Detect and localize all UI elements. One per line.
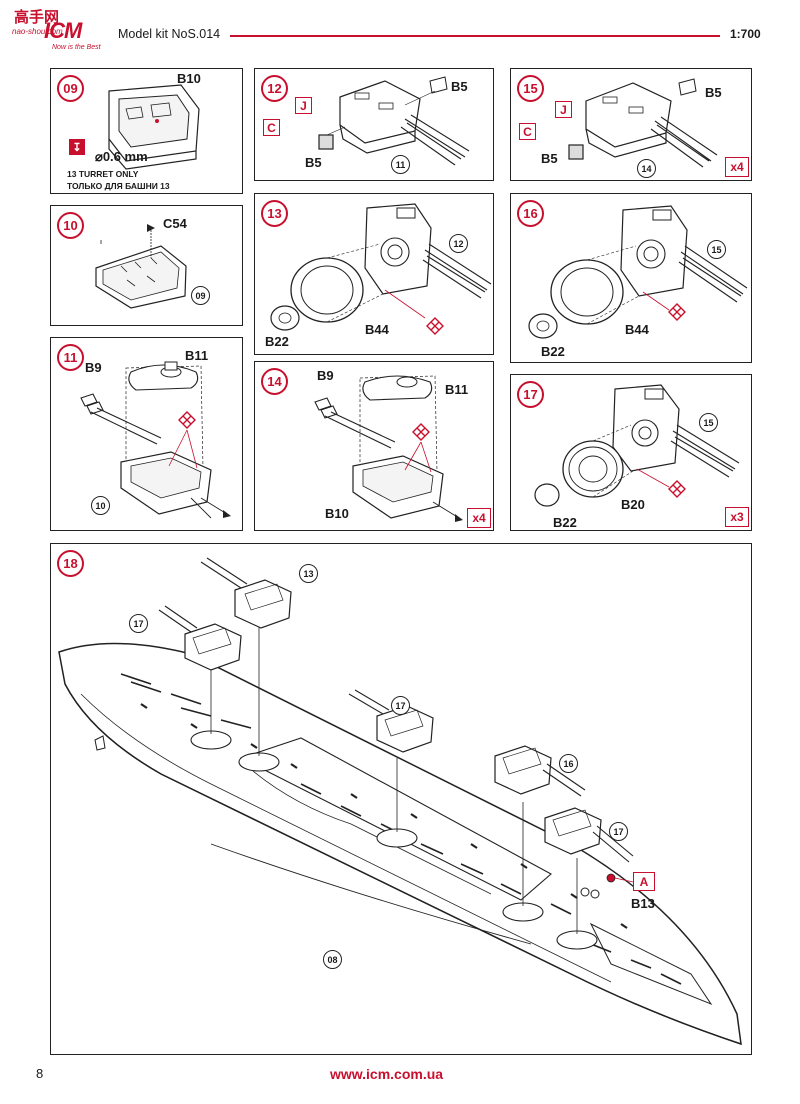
turret-assembly-drawing bbox=[314, 375, 463, 522]
brand-chinese: 高手网 bbox=[14, 8, 60, 26]
turret-base-drawing bbox=[108, 84, 200, 170]
turret-drawing bbox=[318, 76, 470, 166]
header-rule bbox=[230, 35, 720, 37]
part-label-b5-top: B5 bbox=[705, 85, 722, 100]
multiplier-badge: x4 bbox=[467, 508, 491, 528]
part-label-b9: B9 bbox=[317, 368, 334, 383]
ref-step-13: 13 bbox=[299, 564, 318, 583]
step-number: 13 bbox=[261, 200, 288, 227]
part-label-b9: B9 bbox=[85, 360, 102, 375]
turret-rear-drawing bbox=[270, 203, 492, 335]
step-number: 14 bbox=[261, 368, 288, 395]
ref-step-08: 08 bbox=[323, 950, 342, 969]
part-label-b11: B11 bbox=[185, 348, 209, 363]
step-number: 15 bbox=[517, 75, 544, 102]
page-number: 8 bbox=[36, 1066, 44, 1081]
kit-title: Model kit NoS.014 bbox=[118, 27, 221, 41]
step-number: 09 bbox=[57, 75, 84, 102]
tag-c: C bbox=[519, 123, 536, 140]
multiplier-badge: x4 bbox=[725, 157, 749, 177]
step-14-panel: 14 B9 B11 B10 x4 bbox=[254, 361, 494, 531]
part-label-b11: B11 bbox=[445, 382, 469, 397]
step-number: 18 bbox=[57, 550, 84, 577]
drill-size: ⌀0.6 mm bbox=[95, 149, 148, 164]
step-number: 10 bbox=[57, 212, 84, 239]
part-label-c54: C54 bbox=[163, 216, 187, 231]
brand-site: nao-shou.com bbox=[12, 27, 63, 36]
part-label-b5-bottom: B5 bbox=[541, 151, 558, 166]
step-15-panel: 15 J C B5 B5 14 x4 bbox=[510, 68, 752, 181]
part-label-b22: B22 bbox=[553, 515, 577, 530]
ref-step-10: 10 bbox=[91, 496, 110, 515]
drill-icon: ↧ bbox=[69, 139, 85, 155]
turret-drawing bbox=[568, 78, 718, 168]
part-label-b5-bottom: B5 bbox=[305, 155, 322, 170]
ref-step-17-b: 17 bbox=[391, 696, 410, 715]
step-09-panel: 09 B10 ↧ ⌀0.6 mm 13 TURRET ONLY ТОЛЬКО Д… bbox=[50, 68, 243, 194]
brand-slogan: Now is the Best bbox=[52, 44, 101, 51]
step-number: 12 bbox=[261, 75, 288, 102]
step-13-panel: 13 12 B22 B44 bbox=[254, 193, 494, 355]
part-label-b22: B22 bbox=[541, 344, 565, 359]
part-label-b44: B44 bbox=[625, 322, 649, 337]
ship-hull-drawing bbox=[58, 557, 742, 1046]
note-russian: ТОЛЬКО ДЛЯ БАШНИ 13 bbox=[67, 181, 170, 191]
part-label-b13: B13 bbox=[631, 896, 655, 911]
ref-step-09: 09 bbox=[191, 286, 210, 305]
step-18-panel: 18 bbox=[50, 543, 752, 1055]
step-10-panel: 10 C54 09 bbox=[50, 205, 243, 326]
step-12-panel: 12 J C B5 B5 11 bbox=[254, 68, 494, 181]
turret-base-drawing bbox=[95, 224, 187, 309]
tag-c: C bbox=[263, 119, 280, 136]
multiplier-badge: x3 bbox=[725, 507, 749, 527]
turret-rear-drawing bbox=[528, 205, 748, 339]
step-11-panel: 11 B9 B11 10 bbox=[50, 337, 243, 531]
note-english: 13 TURRET ONLY bbox=[67, 169, 139, 179]
part-label-b22: B22 bbox=[265, 334, 289, 349]
step-17-panel: 17 15 B22 B20 x3 bbox=[510, 374, 752, 531]
ref-step-11: 11 bbox=[391, 155, 410, 174]
turret-rear-drawing bbox=[534, 384, 740, 507]
step-number: 11 bbox=[57, 344, 84, 371]
part-label-b5-top: B5 bbox=[451, 79, 468, 94]
footer-url[interactable]: www.icm.com.ua bbox=[330, 1066, 444, 1082]
ref-step-15: 15 bbox=[699, 413, 718, 432]
header: 高手网 nao-shou.com ICM Now is the Best Mod… bbox=[0, 0, 800, 60]
tag-j: J bbox=[295, 97, 312, 114]
icm-logo: ICM bbox=[44, 18, 82, 43]
ref-step-12: 12 bbox=[449, 234, 468, 253]
step-16-panel: 16 15 B22 B44 bbox=[510, 193, 752, 363]
ref-step-17-a: 17 bbox=[129, 614, 148, 633]
ref-step-16: 16 bbox=[559, 754, 578, 773]
turret-assembly-drawing bbox=[80, 361, 231, 519]
part-label-b10: B10 bbox=[325, 506, 349, 521]
ref-step-15: 15 bbox=[707, 240, 726, 259]
scale-label: 1:700 bbox=[730, 27, 761, 41]
tag-j: J bbox=[555, 101, 572, 118]
step-number: 16 bbox=[517, 200, 544, 227]
tag-a: A bbox=[633, 872, 655, 891]
ref-step-17-c: 17 bbox=[609, 822, 628, 841]
part-label-b44: B44 bbox=[365, 322, 389, 337]
part-label-b10: B10 bbox=[177, 71, 201, 86]
step-number: 17 bbox=[517, 381, 544, 408]
part-label-b20: B20 bbox=[621, 497, 645, 512]
ref-step-14: 14 bbox=[637, 159, 656, 178]
